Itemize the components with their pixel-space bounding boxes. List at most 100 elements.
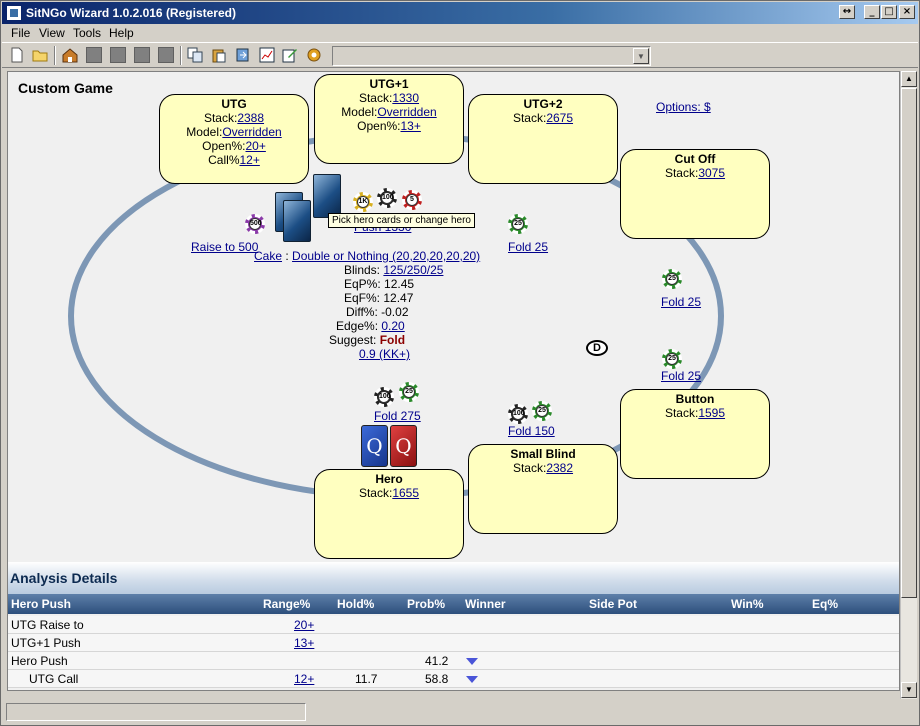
- seat-cutoff-name: Cut Off: [674, 152, 716, 166]
- copy-icon[interactable]: [187, 47, 203, 63]
- hero-card-1[interactable]: Q: [361, 425, 388, 467]
- settings-gear-icon[interactable]: [306, 47, 322, 63]
- disabled-tool-icon[interactable]: [86, 47, 102, 63]
- chip-25-icon: 25: [399, 382, 419, 402]
- seat-button-stack[interactable]: 1595: [698, 406, 726, 420]
- hero-action[interactable]: Fold 275: [374, 409, 421, 423]
- menu-view[interactable]: View: [39, 26, 65, 40]
- site-separator: :: [285, 249, 289, 263]
- seat-cutoff-stack-label: Stack:: [664, 166, 699, 180]
- seat-button[interactable]: Button Stack:1595: [620, 389, 770, 479]
- col-hold[interactable]: Hold%: [337, 597, 375, 611]
- options-link[interactable]: Options: $: [656, 100, 711, 114]
- seat-utg1-stack[interactable]: 1330: [392, 91, 420, 105]
- edge-line: Edge%: 0.20: [336, 319, 405, 333]
- toolbar-combo[interactable]: ▼: [332, 46, 651, 66]
- expand-arrow-icon[interactable]: [466, 676, 478, 683]
- seat-utg-open[interactable]: 20+: [245, 139, 266, 153]
- site-link[interactable]: Cake: [254, 249, 283, 263]
- utg-action[interactable]: Raise to 500: [191, 240, 259, 254]
- blinds-link[interactable]: 125/250/25: [383, 263, 444, 277]
- dealer-button: D: [586, 340, 608, 356]
- seat-small-blind[interactable]: Small Blind Stack:2382: [468, 444, 618, 534]
- seat-utg2-stack[interactable]: 2675: [546, 111, 574, 125]
- export-icon[interactable]: [235, 47, 251, 63]
- table-row[interactable]: UTG+1 Push 13+: [8, 634, 899, 652]
- seat-utg-call[interactable]: 12+: [239, 153, 260, 167]
- close-button[interactable]: ×: [899, 5, 915, 19]
- scroll-up-arrow-icon[interactable]: ▲: [901, 71, 917, 87]
- eqp-label: EqP%:: [344, 277, 381, 291]
- seat-utg1[interactable]: UTG+1 Stack:1330 Model:Overridden Open%:…: [314, 74, 464, 164]
- title-bar[interactable]: SitNGo Wizard 1.0.2.016 (Registered) ↔ _…: [2, 2, 918, 24]
- seat-cutoff[interactable]: Cut Off Stack:3075: [620, 149, 770, 239]
- seat-utg-model[interactable]: Overridden: [222, 125, 282, 139]
- card-back-icon[interactable]: [313, 174, 341, 218]
- scroll-down-arrow-icon[interactable]: ▼: [901, 682, 917, 698]
- small-blind-action[interactable]: Fold 150: [508, 424, 555, 438]
- new-file-icon[interactable]: [9, 47, 25, 63]
- game-title: Custom Game: [18, 80, 113, 96]
- row-label: UTG Raise to: [11, 618, 84, 632]
- menu-file[interactable]: File: [11, 26, 31, 40]
- col-hero-push[interactable]: Hero Push: [11, 597, 72, 611]
- col-eq[interactable]: Eq%: [812, 597, 839, 611]
- row-range-link[interactable]: 20+: [294, 618, 315, 632]
- row-prob: 58.8: [425, 672, 449, 686]
- restore-small-icon[interactable]: ↔: [839, 5, 855, 19]
- row-range-link[interactable]: 13+: [294, 636, 315, 650]
- seat-utg2[interactable]: UTG+2 Stack:2675: [468, 94, 618, 184]
- maximize-button[interactable]: □: [881, 5, 897, 19]
- table-row[interactable]: UTG Call 12+ 11.7 58.8: [8, 670, 899, 688]
- chip-25-icon: 25: [508, 214, 528, 234]
- edit-icon[interactable]: [282, 47, 298, 63]
- row-range-link[interactable]: 12+: [294, 672, 315, 686]
- seat-hero-stack[interactable]: 1655: [392, 486, 420, 500]
- disabled-tool-icon[interactable]: [110, 47, 126, 63]
- seat-cutoff-stack[interactable]: 3075: [698, 166, 726, 180]
- structure-link[interactable]: Double or Nothing (20,20,20,20,20): [292, 249, 481, 263]
- disabled-tool-icon[interactable]: [158, 47, 174, 63]
- minimize-button[interactable]: _: [864, 5, 880, 19]
- expand-arrow-icon[interactable]: [466, 658, 478, 665]
- col-side-pot[interactable]: Side Pot: [589, 597, 638, 611]
- dropdown-arrow-icon[interactable]: ▼: [633, 48, 649, 64]
- seat-utg1-model-label: Model:: [341, 105, 378, 119]
- card-back-icon[interactable]: [283, 200, 311, 242]
- utg2-action[interactable]: Fold 25: [508, 240, 549, 254]
- chip-25-icon: 25: [662, 269, 682, 289]
- hand-range-link[interactable]: 0.9 (KK+): [359, 347, 411, 361]
- table-row[interactable]: UTG Raise to 20+: [8, 616, 899, 634]
- col-prob[interactable]: Prob%: [407, 597, 446, 611]
- cutoff-action[interactable]: Fold 25: [661, 295, 702, 309]
- chip-100-icon: 100: [374, 387, 394, 407]
- seat-utg1-model[interactable]: Overridden: [377, 105, 437, 119]
- home-icon[interactable]: [62, 47, 78, 63]
- seat-utg-stack[interactable]: 2388: [237, 111, 265, 125]
- disabled-tool-icon[interactable]: [134, 47, 150, 63]
- col-win[interactable]: Win%: [731, 597, 764, 611]
- seat-utg1-open[interactable]: 13+: [400, 119, 421, 133]
- seat-utg-call-label: Call%: [208, 153, 240, 167]
- vertical-scrollbar[interactable]: ▲ ▼: [900, 71, 917, 699]
- seat-small-blind-stack[interactable]: 2382: [546, 461, 574, 475]
- seat-utg[interactable]: UTG Stack:2388 Model:Overridden Open%:20…: [159, 94, 309, 184]
- button-action[interactable]: Fold 25: [661, 369, 702, 383]
- menu-help[interactable]: Help: [109, 26, 134, 40]
- col-winner[interactable]: Winner: [465, 597, 506, 611]
- edge-link[interactable]: 0.20: [381, 319, 405, 333]
- analysis-table-header: Hero Push Range% Hold% Prob% Winner Side…: [8, 594, 899, 614]
- diff-label: Diff%:: [346, 305, 378, 319]
- table-row[interactable]: Hero Push 41.2: [8, 652, 899, 670]
- paste-icon[interactable]: [211, 47, 227, 63]
- hero-card-2[interactable]: Q: [390, 425, 417, 467]
- menu-tools[interactable]: Tools: [73, 26, 102, 40]
- open-folder-icon[interactable]: [32, 47, 48, 63]
- col-range[interactable]: Range%: [263, 597, 311, 611]
- eqf-label: EqF%:: [344, 291, 381, 305]
- seat-hero[interactable]: Hero Stack:1655: [314, 469, 464, 559]
- chart-icon[interactable]: [259, 47, 275, 63]
- scroll-thumb[interactable]: [901, 88, 917, 598]
- status-panel: [6, 703, 306, 721]
